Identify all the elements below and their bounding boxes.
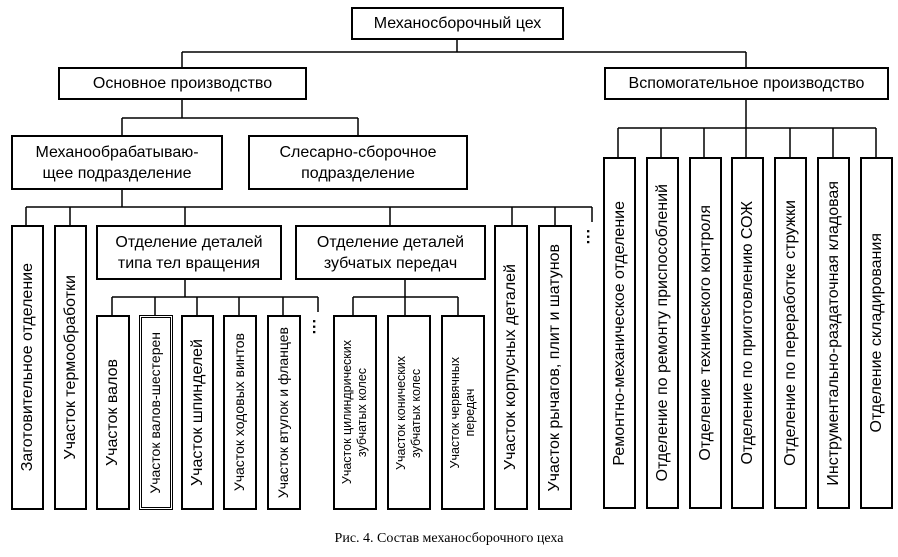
main-production-label: Основное производство <box>92 75 273 92</box>
aux-dept-label: Ремонтно-механическое отделение <box>610 200 628 466</box>
spindles-label: Участок шпинделей <box>188 338 206 487</box>
shafts-label: Участок валов <box>104 358 121 467</box>
aux-dept-warehousing: Отделение складирования <box>860 157 893 509</box>
shafts-box: Участок валов <box>96 315 130 510</box>
aux-production-box: Вспомогательное производство <box>604 67 889 100</box>
ellipsis-rotation: ... <box>309 319 326 336</box>
bushings-label: Участок втулок и фланцев <box>275 326 292 499</box>
gear-parts-dept-box: Отделение деталей зубчатых передач <box>295 225 486 280</box>
rotation-parts-dept-box: Отделение деталей типа тел вращения <box>96 225 282 280</box>
aux-dept-label: Отделение складирования <box>867 233 885 433</box>
bevel-gears-label: Участок конических зубчатых колес <box>394 355 423 470</box>
lead-screws-box: Участок ходовых винтов <box>223 315 257 510</box>
bevel-gears-box: Участок конических зубчатых колес <box>387 315 431 510</box>
lead-screws-label: Участок ходовых винтов <box>231 333 248 492</box>
spindles-box: Участок шпинделей <box>181 315 214 510</box>
aux-dept-repair-mechanical: Ремонтно-механическое отделение <box>603 157 636 509</box>
aux-production-label: Вспомогательное производство <box>628 75 865 92</box>
aux-dept-tool-storeroom: Инструментально-раздаточная кладовая <box>817 157 850 509</box>
cylindrical-gears-label: Участок цилиндрических зубчатых колес <box>340 340 369 485</box>
aux-dept-label: Отделение по приготовлению СОЖ <box>738 201 756 465</box>
blank-department-label: Заготовительное отделение <box>18 263 36 472</box>
worm-gears-box: Участок червячных передач <box>441 315 485 510</box>
levers-section-box: Участок рычагов, плит и шатунов <box>538 225 572 510</box>
main-production-box: Основное производство <box>58 67 307 100</box>
aux-dept-label: Инструментально-раздаточная кладовая <box>824 180 842 486</box>
aux-dept-chip-processing: Отделение по переработке стружки <box>774 157 807 509</box>
assembly-division-label: Слесарно-сборочное подразделение <box>279 143 437 182</box>
heat-treatment-label: Участок термообработки <box>61 275 79 460</box>
shaft-gears-box: Участок валов-шестерен <box>139 315 173 510</box>
aux-dept-fixture-repair: Отделение по ремонту приспособлений <box>646 157 679 509</box>
shaft-gears-label: Участок валов-шестерен <box>147 331 164 494</box>
ellipsis-machining: ... <box>583 229 600 246</box>
assembly-division-box: Слесарно-сборочное подразделение <box>248 135 468 190</box>
rotation-parts-dept-label: Отделение деталей типа тел вращения <box>115 233 263 272</box>
aux-dept-label: Отделение по переработке стружки <box>781 200 799 466</box>
aux-dept-label: Отделение технического контроля <box>696 205 714 461</box>
machining-division-label: Механообрабатываю- щее подразделение <box>35 143 199 182</box>
aux-dept-coolant-prep: Отделение по приготовлению СОЖ <box>731 157 764 509</box>
figure-caption: Рис. 4. Состав механосборочного цеха <box>334 531 564 546</box>
worm-gears-label: Участок червячных передач <box>448 356 477 469</box>
levers-section-label: Участок рычагов, плит и шатунов <box>546 243 563 492</box>
housing-parts-label: Участок корпусных деталей <box>502 264 519 471</box>
workshop-title-box: Механосборочный цех <box>351 7 564 40</box>
workshop-title: Механосборочный цех <box>373 15 542 32</box>
bushings-box: Участок втулок и фланцев <box>267 315 301 510</box>
aux-dept-quality-control: Отделение технического контроля <box>689 157 722 509</box>
housing-parts-box: Участок корпусных деталей <box>494 225 528 510</box>
machining-division-box: Механообрабатываю- щее подразделение <box>11 135 223 190</box>
gear-parts-dept-label: Отделение деталей зубчатых передач <box>316 233 465 272</box>
aux-dept-label: Отделение по ремонту приспособлений <box>653 184 671 482</box>
heat-treatment-box: Участок термообработки <box>54 225 87 510</box>
blank-department-box: Заготовительное отделение <box>11 225 44 510</box>
cylindrical-gears-box: Участок цилиндрических зубчатых колес <box>333 315 377 510</box>
